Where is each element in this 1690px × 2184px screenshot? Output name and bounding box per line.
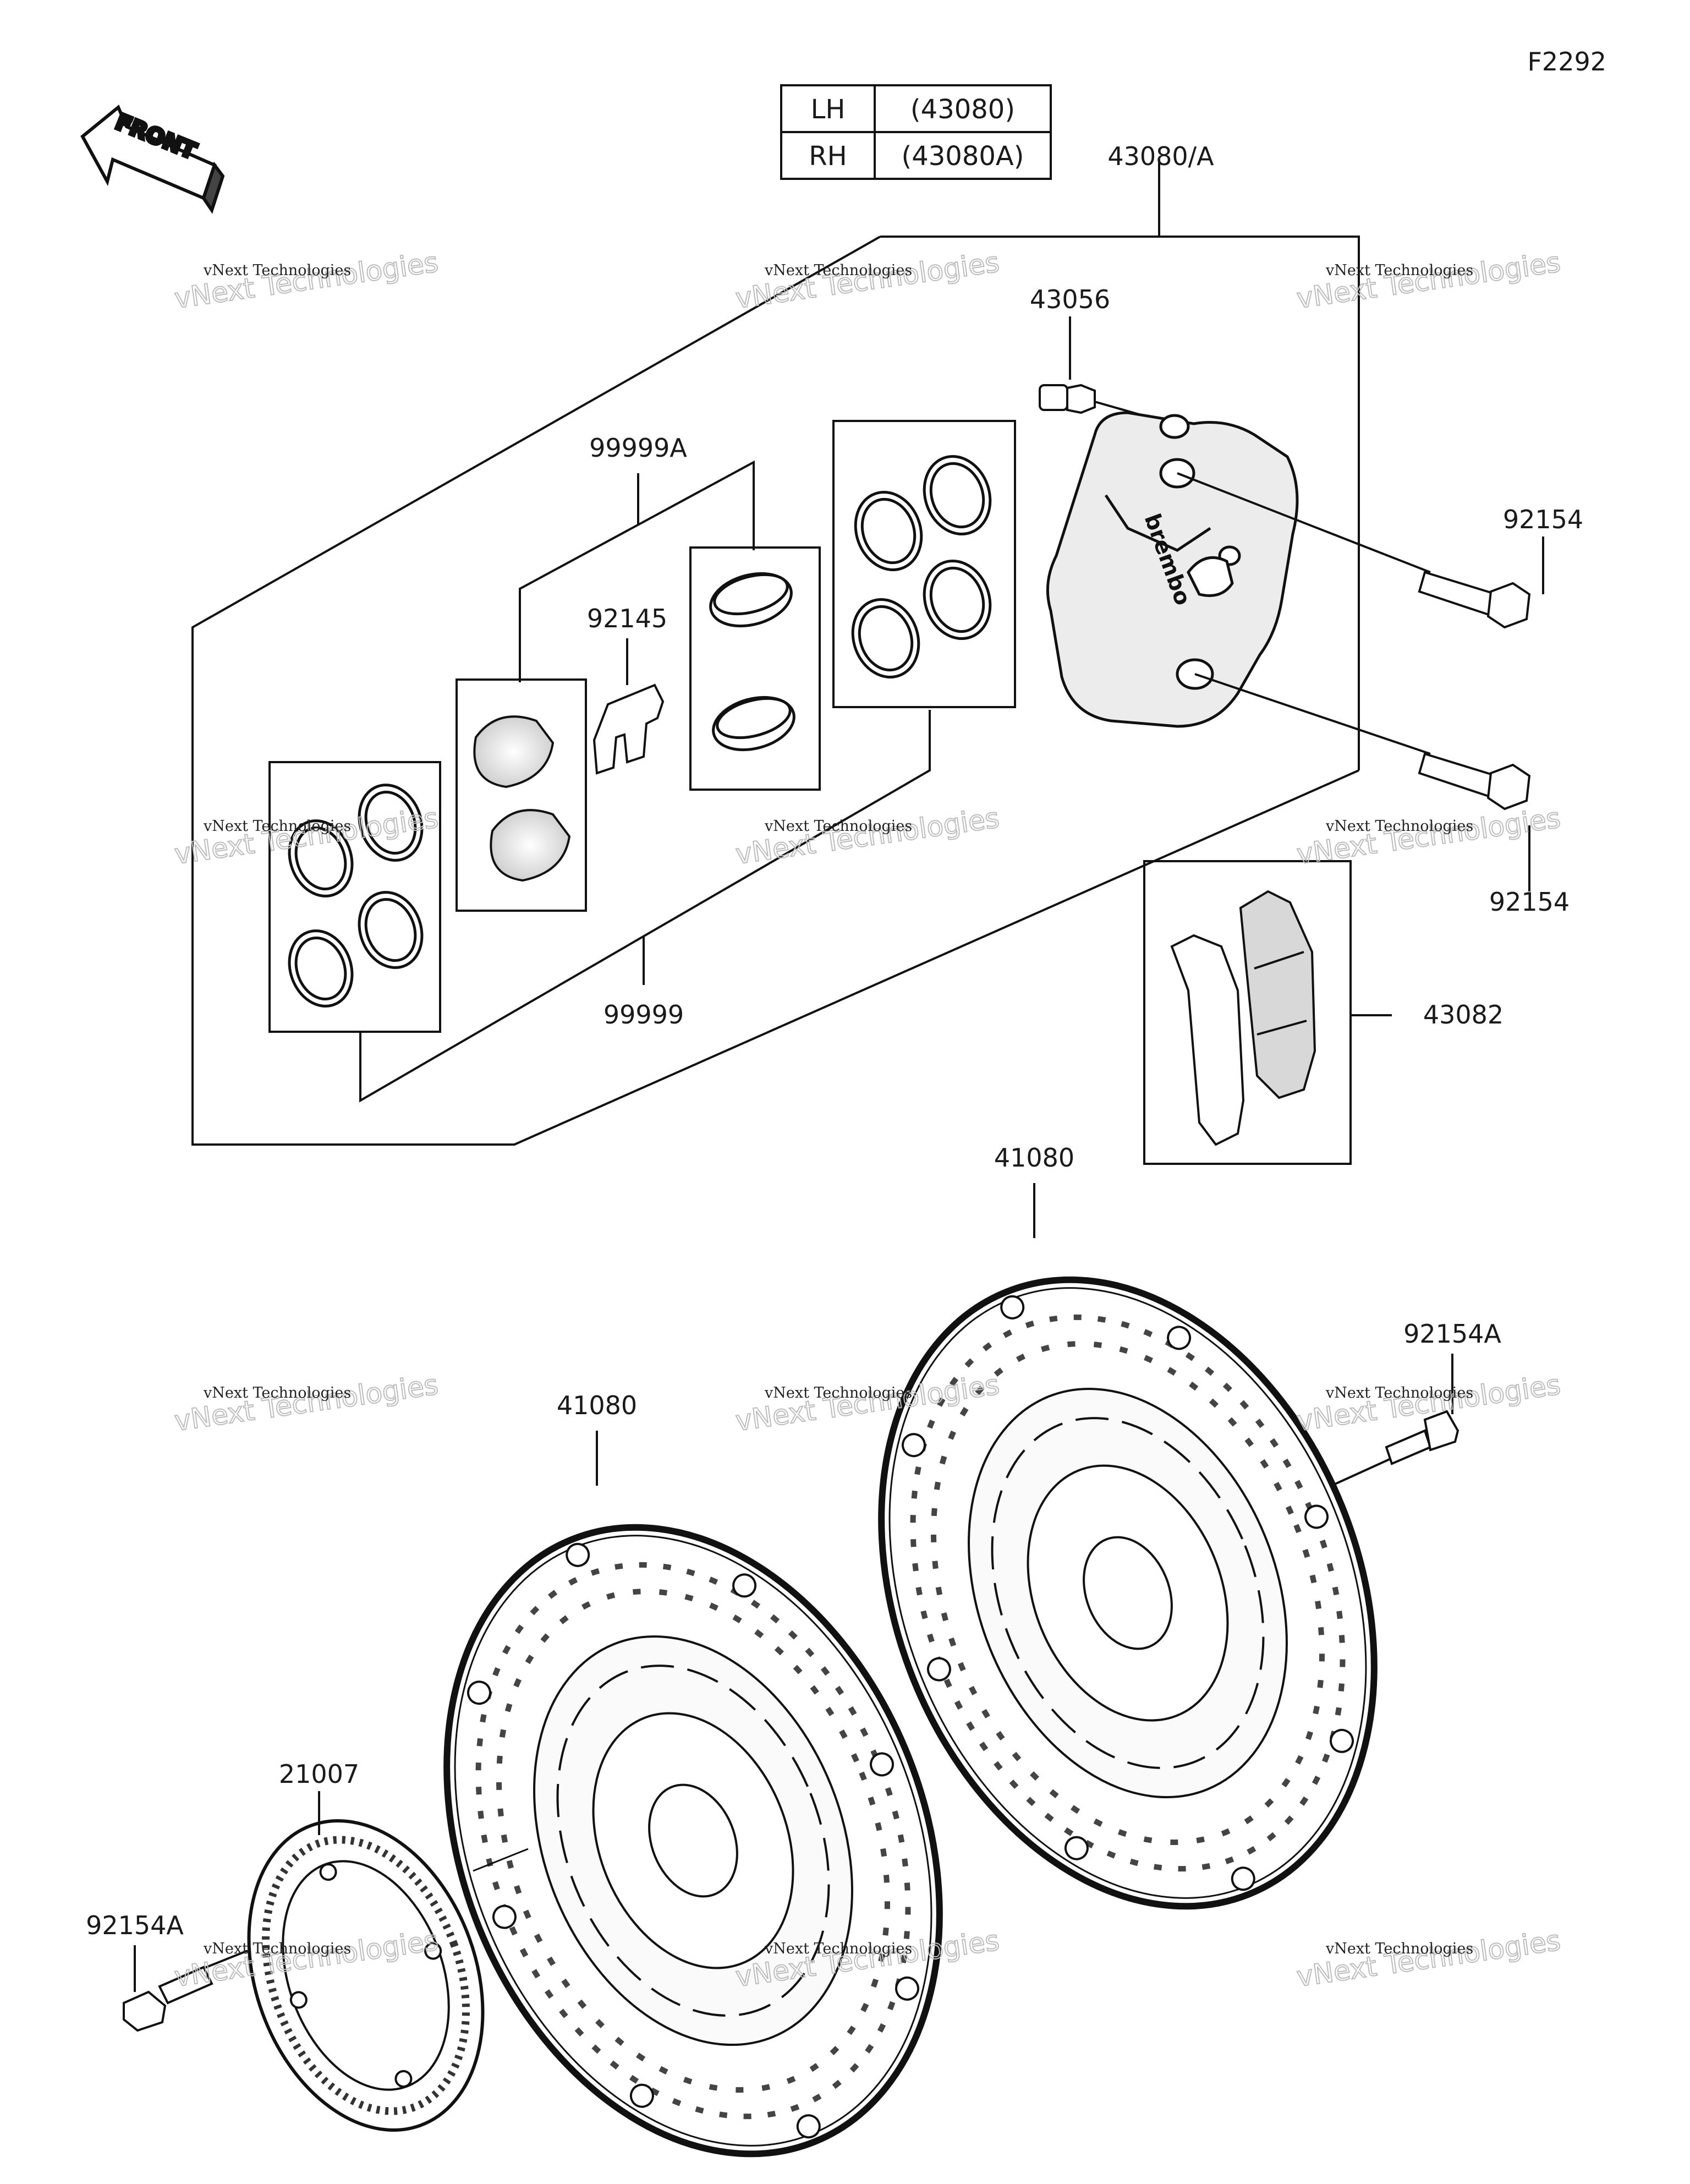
svg-text:vNext Technologies: vNext Technologies (1295, 1924, 1563, 1993)
seal-ring-box-left (268, 761, 441, 1033)
side-table (780, 84, 1052, 180)
label-caliper-bolt-upper: 92154 (1503, 505, 1583, 534)
label-disc-right: 41080 (994, 1143, 1074, 1173)
label-caliper-assy: 43080/A (1107, 141, 1214, 171)
label-disc-bolt-right: 92154A (1403, 1319, 1501, 1349)
seal-ring-box-middle (689, 546, 821, 791)
caliper-assembly-bracket (191, 160, 1360, 1146)
bleeder-screw (1039, 384, 1153, 419)
label-disc-left: 41080 (557, 1391, 637, 1420)
svg-text:vNext Technologies: vNext Technologies (203, 1384, 351, 1402)
svg-text:vNext Technologies: vNext Technologies (1295, 802, 1563, 871)
svg-text:vNext Technologies: vNext Technologies (1325, 1384, 1473, 1402)
label-caliper-bolt-lower: 92154 (1489, 887, 1570, 917)
svg-text:vNext Technologies: vNext Technologies (1325, 262, 1473, 279)
abs-sensor-rotor (247, 1819, 485, 2132)
caliper-bolt-upper (1177, 472, 1531, 629)
svg-text:vNext Technologies: vNext Technologies (1325, 818, 1473, 835)
brake-caliper: brembo (1046, 411, 1299, 728)
piston-box (456, 678, 587, 912)
svg-text:vNext Technologies: vNext Technologies (1295, 246, 1563, 315)
svg-text:vNext Technologies: vNext Technologies (764, 1384, 912, 1402)
brake-disc-right (878, 1276, 1378, 1910)
seal-kit-bracket (359, 710, 931, 1103)
label-seal-kit: 99999 (603, 1000, 684, 1030)
table-part-lh: (43080) (910, 94, 1015, 125)
table-side-lh: LH (811, 94, 846, 125)
svg-text:vNext Technologies: vNext Technologies (203, 818, 351, 835)
label-sensor-rotor: 21007 (279, 1759, 359, 1789)
brake-pads-box (1143, 860, 1352, 1165)
svg-text:vNext Technologies: vNext Technologies (173, 1369, 441, 1437)
caliper-bolt-lower (1194, 673, 1531, 811)
front-direction-arrow: FRONT (80, 105, 225, 214)
label-disc-bolt-left: 92154A (86, 1911, 184, 1940)
svg-text:vNext Technologies: vNext Technologies (1325, 1940, 1473, 1957)
svg-text:vNext Technologies: vNext Technologies (203, 262, 351, 279)
svg-text:vNext Technologies: vNext Technologies (203, 1940, 351, 1957)
svg-text:vNext Technologies: vNext Technologies (764, 818, 912, 835)
label-bleeder: 43056 (1030, 284, 1110, 314)
seal-ring-box-right (832, 420, 1016, 708)
pad-spring (592, 683, 665, 775)
leader-rotor-to-disc (473, 1848, 529, 1872)
disc-bolt-right (1331, 1410, 1459, 1487)
label-pad-spring: 92145 (587, 604, 667, 633)
label-brake-pads: 43082 (1423, 1000, 1504, 1030)
disc-bolt-left (123, 1950, 248, 2032)
table-part-rh: (43080A) (902, 141, 1024, 172)
svg-text:vNext Technologies: vNext Technologies (734, 246, 1002, 315)
table-side-rh: RH (809, 141, 847, 172)
svg-text:vNext Technologies: vNext Technologies (764, 1940, 912, 1957)
brake-disc-left (443, 1524, 943, 2158)
figure-code: F2292 (1527, 47, 1606, 76)
svg-text:vNext Technologies: vNext Technologies (734, 802, 1002, 871)
seal-kit-a-bracket (519, 460, 755, 682)
svg-text:vNext Technologies: vNext Technologies (173, 246, 441, 315)
svg-text:vNext Technologies: vNext Technologies (764, 262, 912, 279)
label-seal-kit-a: 99999A (589, 433, 687, 463)
